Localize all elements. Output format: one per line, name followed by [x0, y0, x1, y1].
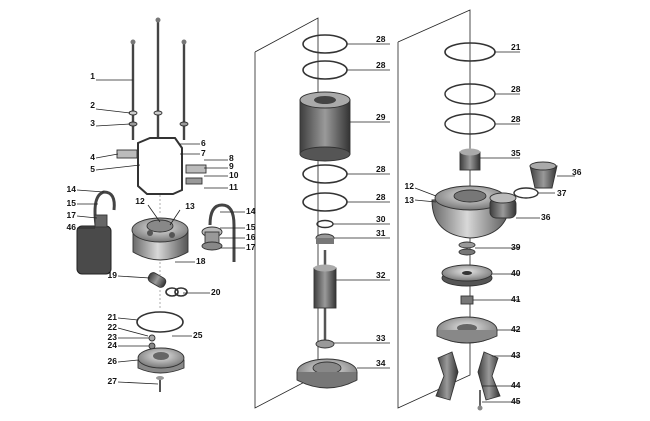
- label-19: 19: [108, 270, 118, 280]
- leader-lines: [76, 43, 575, 403]
- part-labels: 1 2 3 4 5 6 7 8 9 10 11 14 15 17 46 12 1…: [67, 34, 582, 406]
- rotor-shaft: [313, 250, 337, 340]
- label-32: 32: [376, 270, 386, 280]
- label-28-c: 28: [376, 164, 386, 174]
- label-24: 24: [108, 340, 118, 350]
- label-46: 46: [67, 222, 77, 232]
- label-28-f: 28: [511, 114, 521, 124]
- label-33: 33: [376, 333, 386, 343]
- label-30: 30: [376, 214, 386, 224]
- label-43: 43: [511, 350, 521, 360]
- label-23: 23: [108, 332, 118, 342]
- label-12-left: 12: [135, 196, 145, 206]
- label-18: 18: [196, 256, 206, 266]
- rod-nuts: [128, 110, 189, 127]
- label-21-right: 21: [511, 42, 521, 52]
- label-2: 2: [90, 100, 95, 110]
- label-14-right: 14: [246, 206, 256, 216]
- label-21-left: 21: [108, 312, 118, 322]
- label-35: 35: [511, 148, 521, 158]
- label-5: 5: [90, 164, 95, 174]
- label-3: 3: [90, 118, 95, 128]
- label-9: 9: [229, 161, 234, 171]
- cable-gland: [201, 203, 236, 262]
- stator: [299, 91, 351, 162]
- label-44: 44: [511, 380, 521, 390]
- label-41: 41: [511, 294, 521, 304]
- label-14-left: 14: [67, 184, 77, 194]
- label-6: 6: [201, 138, 206, 148]
- label-28-a: 28: [376, 34, 386, 44]
- label-13-right: 13: [405, 195, 415, 205]
- label-11: 11: [229, 182, 238, 192]
- label-39: 39: [511, 242, 521, 252]
- label-42: 42: [511, 324, 521, 334]
- motor-cover: [131, 217, 189, 261]
- label-40: 40: [511, 268, 521, 278]
- tie-rods: [130, 17, 187, 140]
- label-22: 22: [108, 322, 118, 332]
- label-34: 34: [376, 358, 386, 368]
- impeller: [441, 264, 493, 287]
- label-15-left: 15: [67, 198, 77, 208]
- label-15-right: 15: [246, 222, 256, 232]
- bearing-housing: [296, 358, 358, 389]
- label-37: 37: [557, 188, 567, 198]
- bottom-plate: [137, 347, 185, 374]
- label-28-b: 28: [376, 60, 386, 70]
- label-26: 26: [108, 356, 118, 366]
- label-20: 20: [211, 287, 221, 297]
- label-36-mid: 36: [541, 212, 551, 222]
- label-28-e: 28: [511, 84, 521, 94]
- pump-casing: [431, 185, 517, 239]
- label-1: 1: [90, 71, 95, 81]
- label-25: 25: [193, 330, 203, 340]
- label-36-top: 36: [572, 167, 582, 177]
- motor-cover-assembly: [76, 17, 236, 392]
- label-31: 31: [376, 228, 386, 238]
- motor-assembly: [296, 34, 358, 389]
- label-8: 8: [229, 153, 234, 163]
- pump-assembly: [431, 42, 558, 411]
- discharge-fitting: [529, 161, 558, 189]
- suction-cover: [436, 316, 498, 344]
- label-16: 16: [246, 232, 256, 242]
- label-13-left: 13: [185, 201, 195, 211]
- label-12-right: 12: [405, 181, 415, 191]
- label-10: 10: [229, 170, 239, 180]
- label-28-d: 28: [376, 192, 386, 202]
- strainer-feet: [435, 351, 501, 401]
- label-45: 45: [511, 396, 521, 406]
- label-29: 29: [376, 112, 386, 122]
- label-17-left: 17: [67, 210, 77, 220]
- label-4: 4: [90, 152, 95, 162]
- label-7: 7: [201, 148, 206, 158]
- label-17-right: 17: [246, 242, 256, 252]
- label-27: 27: [108, 376, 118, 386]
- cable-bracket: [137, 137, 183, 195]
